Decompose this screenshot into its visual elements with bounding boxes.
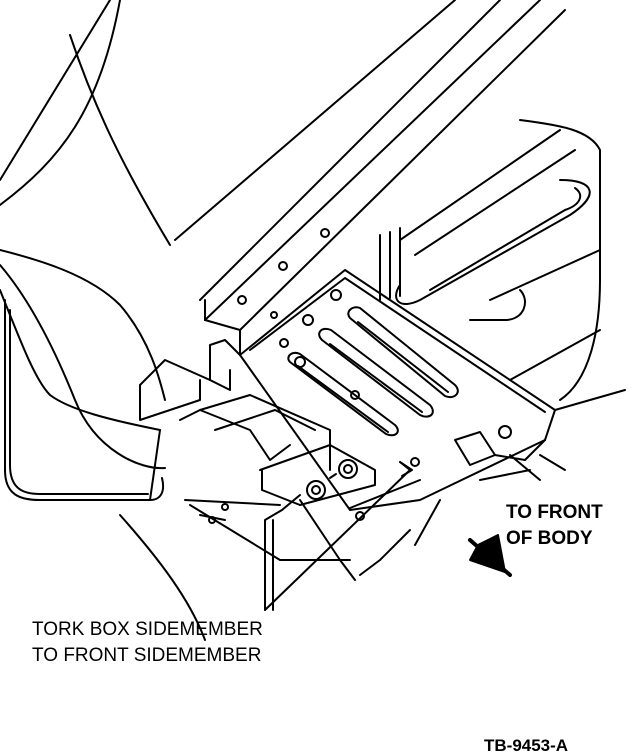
floor-panel <box>379 119 626 411</box>
mounting-plate <box>239 269 556 521</box>
direction-line-2: OF BODY <box>506 528 593 549</box>
callout-line-1: TORK BOX SIDEMEMBER <box>32 619 263 640</box>
direction-line-1: TO FRONT <box>506 502 603 523</box>
bracket-assembly <box>139 339 421 561</box>
direction-label: TO FRONT OF BODY <box>506 500 603 552</box>
support-legs <box>299 454 566 581</box>
upper-rail <box>174 0 566 356</box>
callout-line-2: TO FRONT SIDEMEMBER <box>32 645 262 666</box>
direction-arrow-icon <box>468 534 512 577</box>
figure-id: TB-9453-A <box>484 736 569 755</box>
callout-leader <box>264 461 413 611</box>
body-panel <box>0 0 206 641</box>
sidemember-callout: TORK BOX SIDEMEMBER TO FRONT SIDEMEMBER <box>32 617 263 669</box>
